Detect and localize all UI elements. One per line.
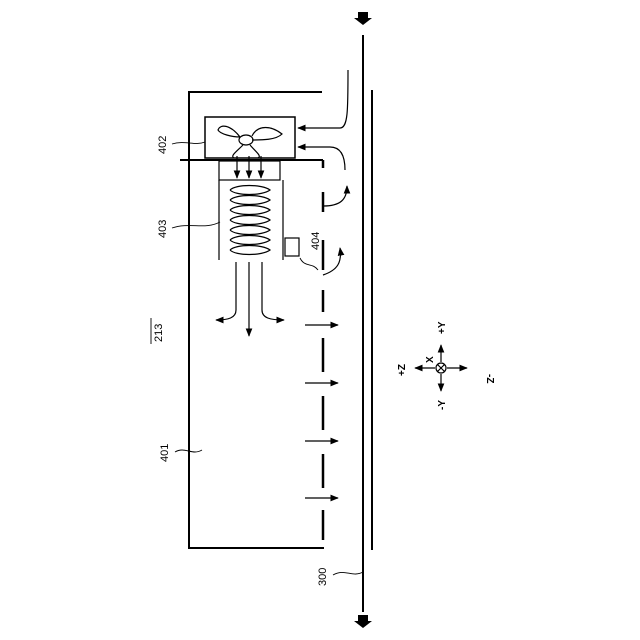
sensor-404 xyxy=(285,238,299,256)
label-403: 403 xyxy=(157,220,169,238)
coil-outflow xyxy=(216,262,284,336)
bottom-direction-arrow xyxy=(354,615,372,628)
label-300: 300 xyxy=(317,568,329,586)
fan-unit-402 xyxy=(205,117,340,158)
housing-401 xyxy=(160,92,324,548)
label-213: 213 xyxy=(153,324,165,342)
axis-label-neg-z: -Z xyxy=(484,374,495,383)
leader-lines xyxy=(172,142,363,575)
label-401: 401 xyxy=(159,444,171,462)
axis-label-pos-z: +Z xyxy=(397,364,408,376)
label-402: 402 xyxy=(157,136,169,154)
label-404: 404 xyxy=(310,232,322,250)
coil-403 xyxy=(219,156,283,260)
intake-flow xyxy=(330,70,348,170)
wall-300 xyxy=(354,12,372,628)
axis-label-pos-y: +Y xyxy=(437,321,448,334)
top-direction-arrow xyxy=(354,12,372,25)
axis-label-neg-y: -Y xyxy=(437,400,448,410)
axis-label-x: X xyxy=(425,356,436,363)
axis-indicator: +Y -Y +Z -Z X xyxy=(397,321,495,410)
